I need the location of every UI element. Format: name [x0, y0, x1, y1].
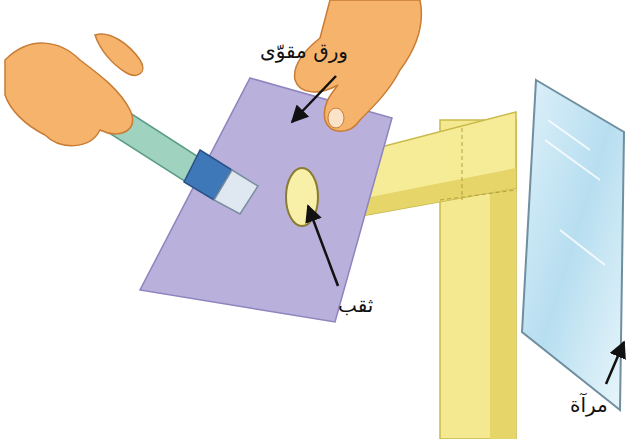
leader-lines [292, 76, 624, 384]
part-label: مرآة [570, 392, 608, 418]
part-label: ورق مقوّى [260, 38, 348, 64]
right-hand [295, 0, 422, 131]
part-label: ثقب [338, 292, 373, 318]
mirror [522, 80, 624, 410]
